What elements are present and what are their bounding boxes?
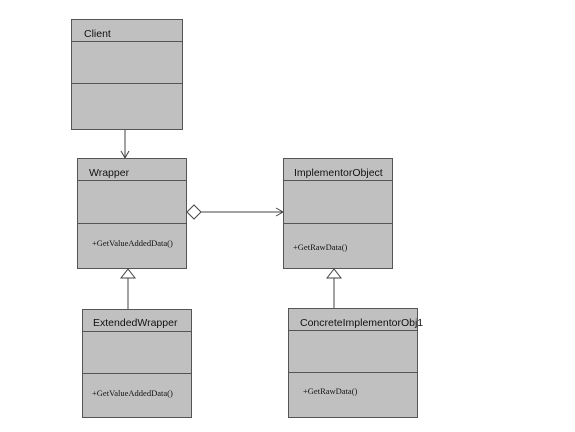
operation-get-raw-data: +GetRawData()	[303, 386, 358, 396]
class-implementor-object: ImplementorObject +GetRawData()	[283, 158, 393, 269]
operations-compartment: +GetValueAddedData()	[83, 373, 191, 419]
attributes-compartment	[284, 180, 392, 224]
class-name-implementor-object: ImplementorObject	[294, 167, 383, 179]
operations-compartment	[72, 83, 182, 131]
operation-get-value-added-data: +GetValueAddedData()	[92, 388, 173, 398]
operation-get-value-added-data: +GetValueAddedData()	[92, 238, 173, 248]
class-name-extended-wrapper: ExtendedWrapper	[93, 317, 178, 329]
operation-get-raw-data: +GetRawData()	[293, 242, 348, 252]
operations-compartment: +GetRawData()	[289, 372, 417, 419]
aggregation-wrapper-implementor	[186, 204, 285, 220]
operations-compartment: +GetValueAddedData()	[78, 223, 186, 270]
operations-compartment: +GetRawData()	[284, 223, 392, 270]
class-extended-wrapper: ExtendedWrapper +GetValueAddedData()	[82, 309, 192, 418]
association-client-wrapper	[120, 130, 130, 160]
attributes-compartment	[289, 330, 417, 373]
attributes-compartment	[72, 41, 182, 84]
class-name-client: Client	[84, 28, 111, 40]
class-concrete-implementor-obj1: ConcreteImplementorObj1 +GetRawData()	[288, 308, 423, 419]
attributes-compartment	[78, 180, 186, 224]
class-name-concrete-implementor-obj1: ConcreteImplementorObj1	[300, 317, 424, 329]
class-name-wrapper: Wrapper	[89, 167, 130, 179]
generalization-extended-wrapper	[119, 268, 137, 309]
attributes-compartment	[83, 331, 191, 374]
class-wrapper: Wrapper +GetValueAddedData()	[77, 158, 187, 269]
class-client: Client	[71, 19, 183, 130]
generalization-concrete-implementor	[325, 268, 343, 308]
